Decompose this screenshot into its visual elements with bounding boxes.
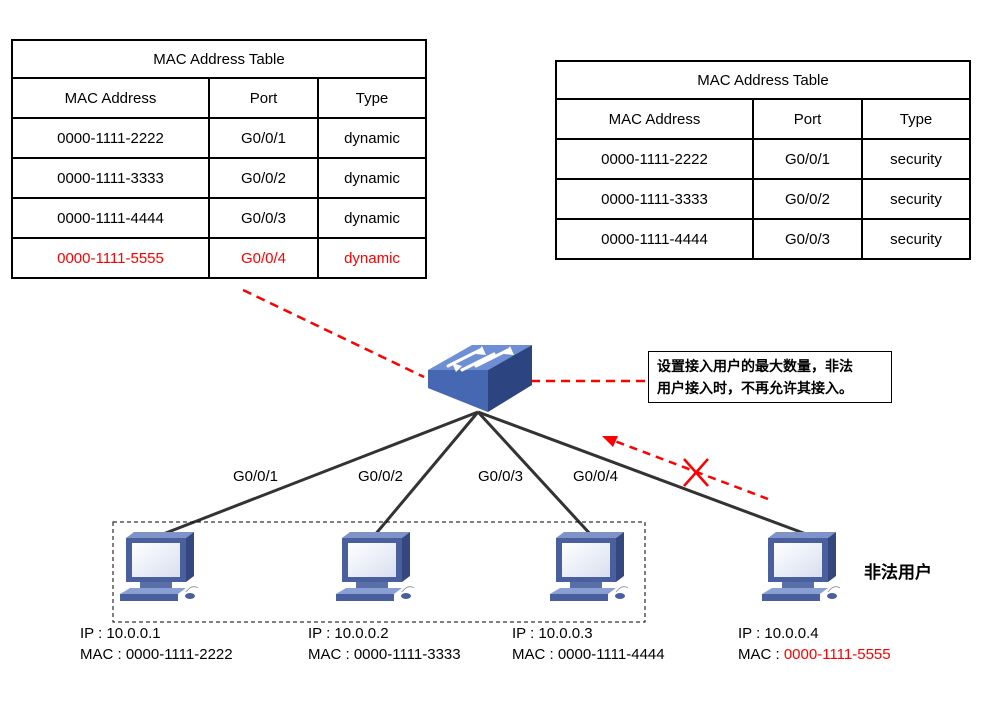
callout-line: 用户接入时，不再允许其接入。: [657, 381, 853, 397]
table-row-illegal: 0000-1111-5555 G0/0/4 dynamic: [11, 237, 428, 279]
callout-note: 设置接入用户的最大数量，非法 用户接入时，不再允许其接入。: [648, 351, 892, 403]
pc-icon: [761, 531, 841, 602]
mac-cell: 0000-1111-2222: [11, 117, 210, 159]
mac-table-after: MAC Address Table MAC Address Port Type …: [554, 60, 972, 260]
mac-value-illegal: 0000-1111-5555: [783, 646, 891, 663]
host-mac: MAC : 0000-1111-3333: [308, 646, 461, 663]
port-label-g0-0-1: G0/0/1: [233, 468, 279, 485]
switch-icon: [428, 345, 532, 412]
port-label-g0-0-2: G0/0/2: [358, 468, 404, 485]
host-mac: MAC : 0000-1111-5555: [738, 646, 891, 663]
mac-value: 0000-1111-3333: [353, 646, 461, 663]
link-g0-0-3: [476, 410, 594, 538]
type-cell: dynamic: [316, 197, 428, 239]
host-ip: IP : 10.0.0.1: [80, 625, 161, 642]
host-ip: IP : 10.0.0.4: [738, 625, 819, 642]
host-ip: IP : 10.0.0.2: [308, 625, 389, 642]
mac-cell: 0000-1111-5555: [11, 237, 210, 279]
table-caption: MAC Address Table: [10, 39, 428, 79]
column-header-mac: MAC Address: [555, 98, 754, 140]
port-cell: G0/0/3: [208, 197, 319, 239]
arrow-head-icon: [602, 436, 618, 447]
port-cell: G0/0/2: [752, 178, 863, 220]
mac-cell: 0000-1111-3333: [555, 178, 754, 220]
table-row: 0000-1111-4444 G0/0/3 security: [555, 218, 972, 260]
type-cell: security: [860, 138, 972, 180]
host-mac: MAC : 0000-1111-4444: [512, 646, 665, 663]
table-row: 0000-1111-2222 G0/0/1 dynamic: [11, 117, 428, 159]
mac-value: 0000-1111-2222: [125, 646, 233, 663]
link-g0-0-4: [477, 410, 807, 536]
port-cell: G0/0/2: [208, 157, 319, 199]
type-cell: security: [860, 178, 972, 220]
host-ip: IP : 10.0.0.3: [512, 625, 593, 642]
port-cell: G0/0/1: [752, 138, 863, 180]
mac-value: 0000-1111-4444: [557, 646, 665, 663]
callout-line: 设置接入用户的最大数量，非法: [657, 359, 853, 375]
legal-users-group: [112, 521, 646, 623]
pc-icon: [549, 531, 629, 602]
table-row: 0000-1111-2222 G0/0/1 security: [555, 138, 972, 180]
table-row: 0000-1111-3333 G0/0/2 security: [555, 178, 972, 220]
table-row: 0000-1111-4444 G0/0/3 dynamic: [11, 197, 428, 239]
column-header-port: Port: [752, 98, 863, 140]
column-header-port: Port: [208, 77, 319, 119]
mac-prefix: MAC :: [512, 646, 558, 663]
mac-table-before: MAC Address Table MAC Address Port Type …: [10, 39, 428, 279]
port-label-g0-0-4: G0/0/4: [573, 468, 619, 485]
type-cell: security: [860, 218, 972, 260]
column-header-type: Type: [860, 98, 972, 140]
type-cell: dynamic: [316, 157, 428, 199]
host-mac: MAC : 0000-1111-2222: [80, 646, 233, 663]
link-g0-0-1: [157, 410, 479, 538]
table-row: 0000-1111-3333 G0/0/2 dynamic: [11, 157, 428, 199]
illegal-user-label: 非法用户: [864, 563, 932, 583]
table-caption: MAC Address Table: [554, 60, 972, 100]
mac-prefix: MAC :: [308, 646, 354, 663]
port-cell: G0/0/4: [208, 237, 319, 279]
table-link-left: [242, 288, 425, 379]
x-mark-icon: [683, 458, 709, 487]
type-cell: dynamic: [316, 237, 428, 279]
port-cell: G0/0/1: [208, 117, 319, 159]
pc-icon: [335, 531, 415, 602]
mac-prefix: MAC :: [80, 646, 126, 663]
mac-cell: 0000-1111-2222: [555, 138, 754, 180]
mac-prefix: MAC :: [738, 646, 784, 663]
pc-icon: [119, 531, 199, 602]
type-cell: dynamic: [316, 117, 428, 159]
mac-cell: 0000-1111-3333: [11, 157, 210, 199]
column-header-type: Type: [316, 77, 428, 119]
column-header-mac: MAC Address: [11, 77, 210, 119]
mac-cell: 0000-1111-4444: [11, 197, 210, 239]
link-g0-0-2: [372, 411, 480, 537]
port-label-g0-0-3: G0/0/3: [478, 468, 524, 485]
port-cell: G0/0/3: [752, 218, 863, 260]
mac-cell: 0000-1111-4444: [555, 218, 754, 260]
